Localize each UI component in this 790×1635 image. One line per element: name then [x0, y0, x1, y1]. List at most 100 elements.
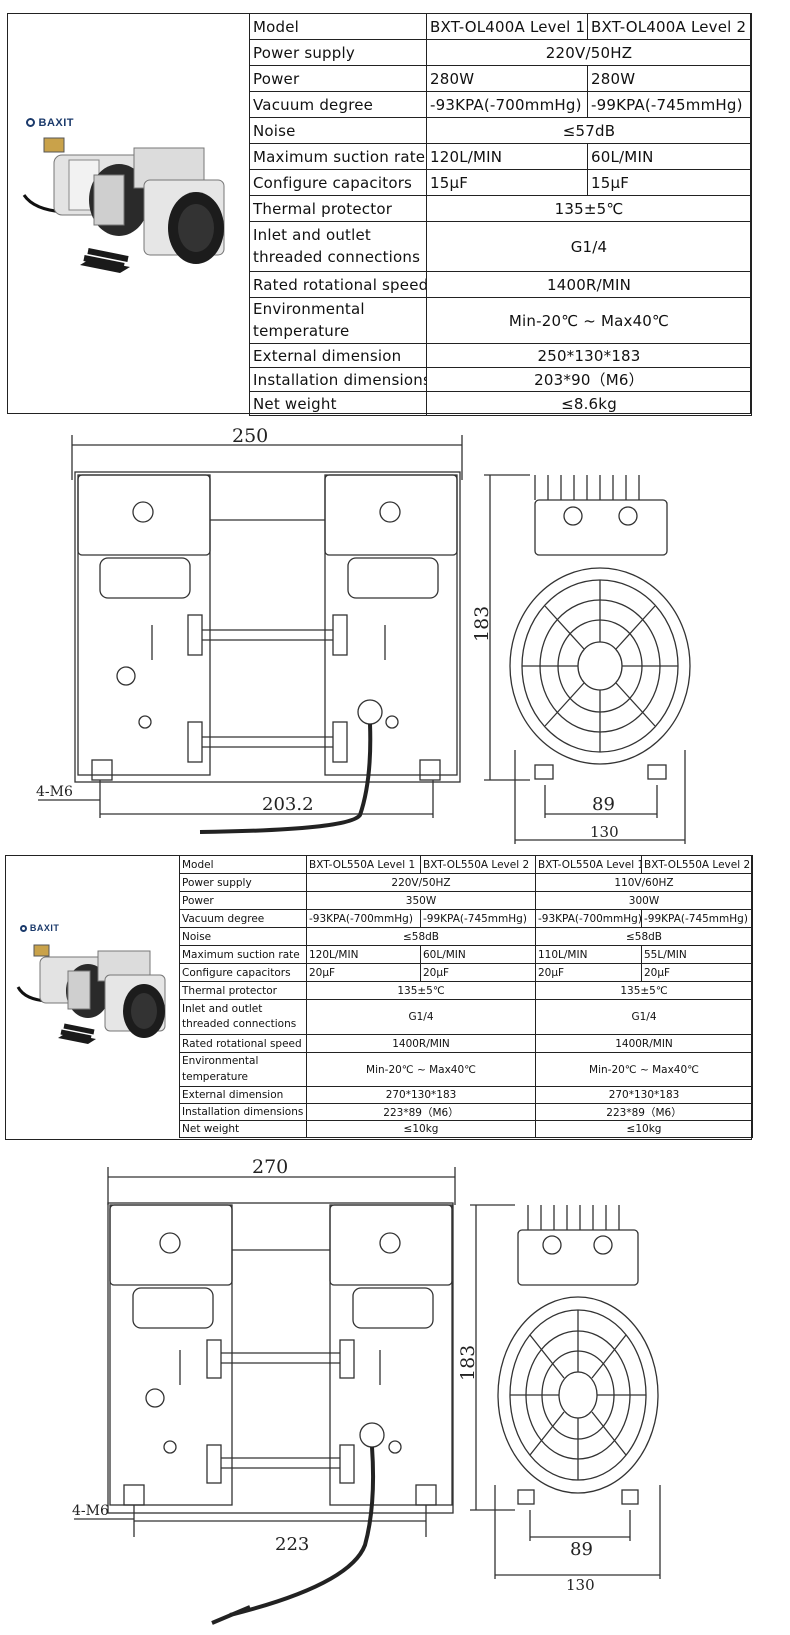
- row-label: Thermal protector: [249, 195, 427, 222]
- row-label: Power: [179, 891, 307, 910]
- product-photo-ol400a: BAXIT: [14, 100, 244, 300]
- table-row: Environmental temperature Min-20℃ ~ Max4…: [179, 1052, 753, 1087]
- row-label: Environmental temperature: [179, 1052, 307, 1087]
- value-220v-level1: BXT-OL550A Level 1: [306, 855, 421, 874]
- row-label: Net weight: [249, 391, 427, 416]
- value-220v-level2: 60L/MIN: [420, 945, 536, 964]
- row-label: Noise: [179, 927, 307, 946]
- brand-logo: BAXIT: [20, 923, 59, 934]
- value-220v-level1: 120L/MIN: [306, 945, 421, 964]
- value-220v-merged: G1/4: [306, 999, 536, 1035]
- value-110v-merged: 223*89（M6）: [535, 1103, 753, 1121]
- side-width-label: 130: [566, 1576, 595, 1594]
- product-photo-ol550a: BAXIT: [10, 915, 178, 1060]
- table-row: Environmental temperature Min-20℃ ~ Max4…: [249, 297, 752, 344]
- value-merged: ≤8.6kg: [426, 391, 752, 416]
- value-110v-merged: 110V/60HZ: [535, 873, 753, 892]
- value-level1: 120L/MIN: [426, 143, 588, 170]
- table-row: Installation dimensions 223*89（M6） 223*8…: [179, 1103, 753, 1121]
- row-label: Installation dimensions: [179, 1103, 307, 1121]
- value-110v-level2: 55L/MIN: [641, 945, 753, 964]
- value-level1: 15μF: [426, 169, 588, 196]
- value-level1: BXT-OL400A Level 1: [426, 13, 588, 40]
- table-row: Noise ≤58dB ≤58dB: [179, 927, 753, 946]
- value-110v-level1: 110L/MIN: [535, 945, 642, 964]
- table-row: Power 280W 280W: [249, 65, 752, 92]
- table-row: External dimension 270*130*183 270*130*1…: [179, 1086, 753, 1104]
- value-110v-merged: 300W: [535, 891, 753, 910]
- row-label: Rated rotational speed: [249, 271, 427, 298]
- table-row: Vacuum degree -93KPA(-700mmHg) -99KPA(-7…: [249, 91, 752, 118]
- height-dimension-label: 183: [471, 606, 493, 642]
- row-label: Noise: [249, 117, 427, 144]
- value-merged: 250*130*183: [426, 343, 752, 368]
- row-label: Configure capacitors: [179, 963, 307, 982]
- row-label: Rated rotational speed: [179, 1034, 307, 1053]
- table-row: Model BXT-OL400A Level 1 BXT-OL400A Leve…: [249, 13, 752, 40]
- value-level2: 280W: [587, 65, 752, 92]
- value-110v-merged: ≤58dB: [535, 927, 753, 946]
- row-label: Thermal protector: [179, 981, 307, 1000]
- table-row: Rated rotational speed 1400R/MIN 1400R/M…: [179, 1034, 753, 1053]
- row-label: Power supply: [179, 873, 307, 892]
- value-110v-merged: 135±5℃: [535, 981, 753, 1000]
- mount-thread-label: 4-M6: [36, 784, 73, 800]
- row-label: Vacuum degree: [179, 909, 307, 928]
- table-row: Maximum suction rate 120L/MIN 60L/MIN: [249, 143, 752, 170]
- value-110v-level1: BXT-OL550A Level 1: [535, 855, 642, 874]
- value-level2: 60L/MIN: [587, 143, 752, 170]
- value-merged: 203*90（M6）: [426, 367, 752, 392]
- value-220v-merged: 1400R/MIN: [306, 1034, 536, 1053]
- row-label: Power: [249, 65, 427, 92]
- value-220v-merged: 220V/50HZ: [306, 873, 536, 892]
- value-110v-level2: 20μF: [641, 963, 753, 982]
- dimension-drawing-ol550a: 270 183 4-M6 223 89 130: [72, 1156, 661, 1625]
- value-110v-level2: BXT-OL550A Level 2: [641, 855, 753, 874]
- value-220v-merged: 350W: [306, 891, 536, 910]
- brand-logo: BAXIT: [26, 116, 74, 129]
- table-row: Inlet and outlet threaded connections G1…: [249, 221, 752, 272]
- brand-logo-text: BAXIT: [29, 923, 60, 933]
- row-label: Configure capacitors: [249, 169, 427, 196]
- mount-spacing-label: 203.2: [262, 794, 314, 815]
- value-220v-level2: -99KPA(-745mmHg): [420, 909, 536, 928]
- row-label: Environmental temperature: [249, 297, 427, 344]
- spec-table-ol400a: Model BXT-OL400A Level 1 BXT-OL400A Leve…: [249, 13, 752, 416]
- value-110v-merged: 270*130*183: [535, 1086, 753, 1104]
- table-row: Model BXT-OL550A Level 1 BXT-OL550A Leve…: [179, 855, 753, 874]
- value-220v-level1: 20μF: [306, 963, 421, 982]
- table-row: Power 350W 300W: [179, 891, 753, 910]
- table-row: Power supply 220V/50HZ 110V/60HZ: [179, 873, 753, 892]
- row-label: External dimension: [179, 1086, 307, 1104]
- value-110v-level1: 20μF: [535, 963, 642, 982]
- value-level2: BXT-OL400A Level 2: [587, 13, 752, 40]
- brand-logo-icon: [26, 118, 35, 127]
- row-label: Model: [249, 13, 427, 40]
- table-row: Net weight ≤10kg ≤10kg: [179, 1120, 753, 1138]
- width-dimension-label: 270: [252, 1156, 288, 1178]
- value-220v-level2: BXT-OL550A Level 2: [420, 855, 536, 874]
- value-220v-level2: 20μF: [420, 963, 536, 982]
- spec-table-ol550a: Model BXT-OL550A Level 1 BXT-OL550A Leve…: [179, 855, 753, 1138]
- table-row: Maximum suction rate 120L/MIN 60L/MIN 11…: [179, 945, 753, 964]
- table-row: Rated rotational speed 1400R/MIN: [249, 271, 752, 298]
- value-110v-level2: -99KPA(-745mmHg): [641, 909, 753, 928]
- value-220v-merged: ≤10kg: [306, 1120, 536, 1138]
- pump-image: [22, 137, 225, 273]
- value-merged: ≤57dB: [426, 117, 752, 144]
- value-merged: Min-20℃ ~ Max40℃: [426, 297, 752, 344]
- row-label: Maximum suction rate: [249, 143, 427, 170]
- value-220v-merged: ≤58dB: [306, 927, 536, 946]
- row-label: Maximum suction rate: [179, 945, 307, 964]
- row-label: Model: [179, 855, 307, 874]
- row-label: Power supply: [249, 39, 427, 66]
- value-220v-merged: Min-20℃ ~ Max40℃: [306, 1052, 536, 1087]
- value-220v-merged: 223*89（M6）: [306, 1103, 536, 1121]
- value-220v-level1: -93KPA(-700mmHg): [306, 909, 421, 928]
- row-label: Inlet and outlet threaded connections: [249, 221, 427, 272]
- value-merged: 220V/50HZ: [426, 39, 752, 66]
- table-row: Thermal protector 135±5℃: [249, 195, 752, 222]
- brand-logo-text: BAXIT: [38, 117, 74, 129]
- table-row: Power supply 220V/50HZ: [249, 39, 752, 66]
- table-row: Inlet and outlet threaded connections G1…: [179, 999, 753, 1035]
